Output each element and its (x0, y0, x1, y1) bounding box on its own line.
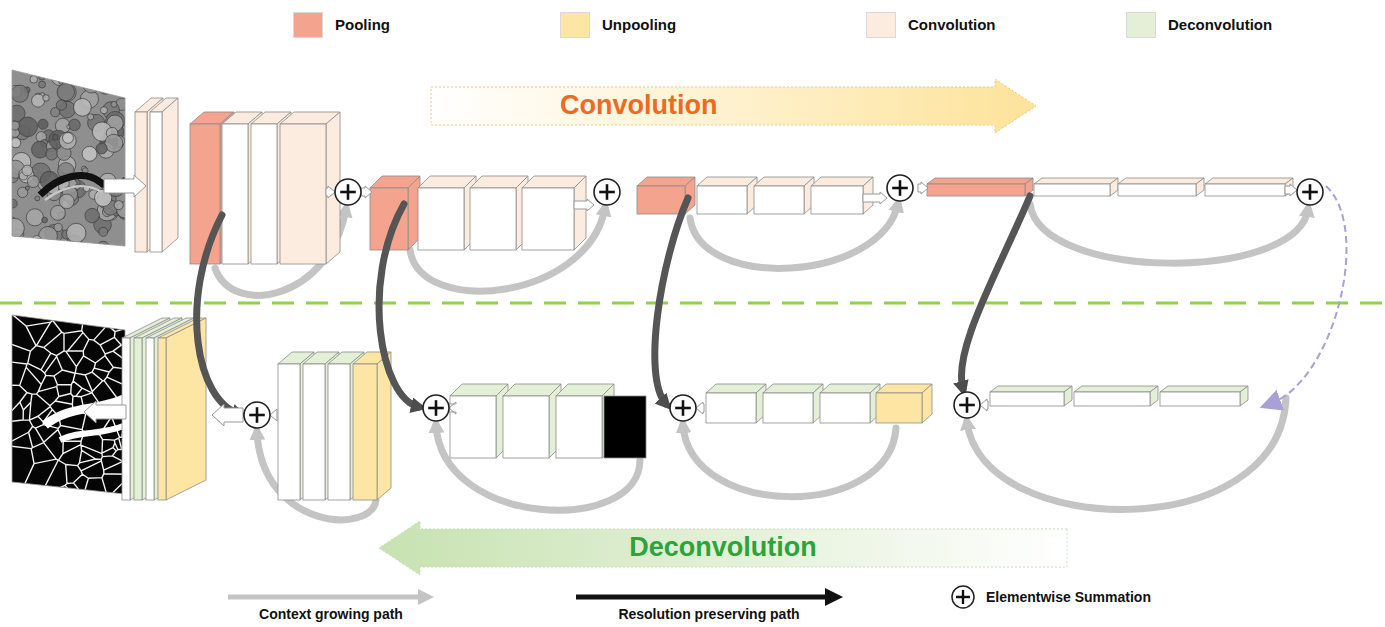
layer-block (353, 352, 391, 500)
output-image (10, 312, 130, 497)
arrow-label: Convolution (560, 91, 717, 121)
layer-block (522, 176, 586, 250)
layer-block (604, 396, 646, 458)
layer-block (820, 384, 880, 423)
flow-arrow (104, 175, 146, 197)
layer-block (754, 177, 814, 214)
layer-block (763, 384, 823, 423)
direction-arrow: Deconvolution (378, 520, 1068, 576)
layer-block (135, 98, 163, 252)
legend-text: Elementwise Summation (986, 589, 1151, 605)
resolution-preserving-path (379, 204, 419, 407)
direction-arrow: Convolution (430, 78, 1037, 134)
arrow-shape (430, 78, 1037, 134)
layer-block (280, 112, 340, 264)
legend-text: Convolution (908, 16, 995, 33)
sum-symbol (1297, 179, 1323, 205)
legend-text: Unpooling (602, 16, 676, 33)
sum-symbol (594, 179, 620, 205)
flow-arrow (84, 401, 126, 423)
layer-block (706, 384, 766, 423)
flow-arrow (361, 186, 372, 198)
layer-block (122, 318, 170, 500)
layer-block (1160, 386, 1248, 406)
context-growing-path (683, 425, 896, 497)
sum-symbol (670, 395, 696, 421)
flow-arrow (574, 199, 594, 211)
legend-swatch (293, 12, 323, 38)
layer-block (990, 386, 1072, 406)
image-frame (12, 70, 125, 246)
layer-block (470, 176, 528, 250)
legend-text: Deconvolution (1168, 16, 1272, 33)
legend-text: Context growing path (259, 606, 403, 622)
sum-symbol (244, 402, 270, 428)
layer-block (1118, 178, 1204, 196)
flow-arrow (326, 186, 335, 198)
layer-block (503, 384, 561, 458)
divider-line (0, 302, 1385, 305)
resolution-preserving-path (961, 196, 1030, 389)
layer-block (450, 384, 508, 458)
image-frame (12, 315, 125, 494)
sum-symbol (335, 179, 361, 205)
flow-arrow (863, 192, 887, 204)
flow-arrow (696, 402, 704, 414)
layer-block (876, 384, 932, 423)
legend-sum-sample (950, 584, 978, 612)
context-growing-path (967, 398, 1286, 510)
resolution-preserving-path (655, 198, 688, 404)
bridge-path (1270, 186, 1346, 404)
resolution-preserving-path (197, 215, 240, 414)
legend-text: Resolution preserving path (618, 606, 799, 622)
sum-symbol (887, 175, 913, 201)
arrow-label: Deconvolution (629, 533, 817, 563)
input-image (4, 63, 133, 253)
layer-block (418, 176, 476, 250)
legend-swatch (560, 12, 590, 38)
layer-block (1074, 386, 1158, 406)
layer-block (697, 177, 757, 214)
legend-line-sample (226, 588, 436, 606)
flow-arrow (980, 399, 988, 411)
sum-symbol (954, 392, 980, 418)
layer-block (1034, 178, 1118, 196)
layer-block (370, 176, 420, 250)
flow-arrow (1285, 184, 1297, 196)
flow-arrow (212, 404, 243, 426)
sum-symbol (423, 395, 449, 421)
layer-block (150, 98, 178, 252)
legend-text: Pooling (335, 16, 390, 33)
layer-block (927, 178, 1033, 196)
layer-block (1205, 178, 1293, 196)
flow-arrow (449, 402, 456, 414)
flow-arrow (270, 409, 277, 421)
legend-swatch (866, 12, 896, 38)
legend-line-sample (574, 588, 844, 606)
legend-swatch (1126, 12, 1156, 38)
context-growing-path (1030, 204, 1308, 263)
flow-arrow (918, 182, 928, 194)
